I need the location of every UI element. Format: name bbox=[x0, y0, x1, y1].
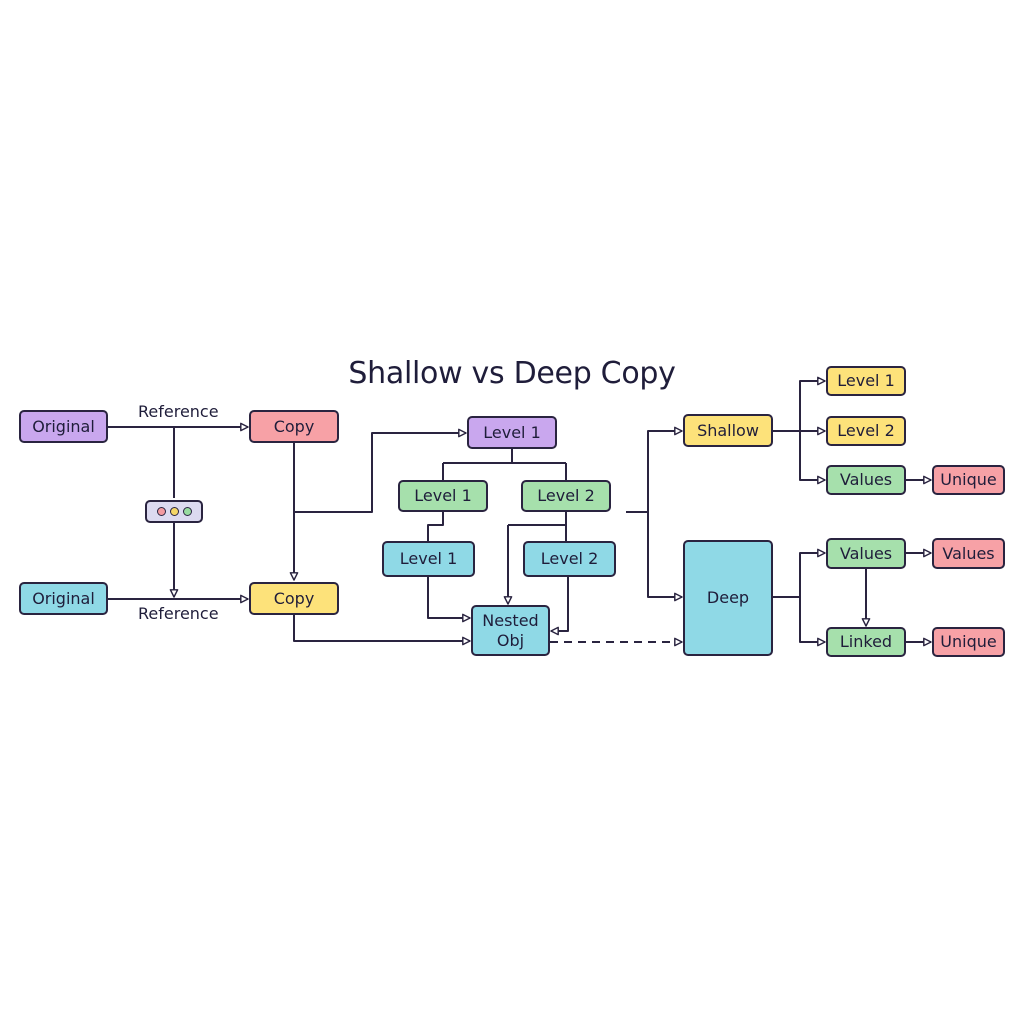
pink-dot bbox=[156, 507, 166, 516]
yellow-dot bbox=[169, 507, 179, 516]
diagram-title: Shallow vs Deep Copy bbox=[348, 356, 676, 391]
connector-deep-to-linked bbox=[799, 597, 826, 647]
node-shallow-unique[interactable]: Unique bbox=[932, 465, 1005, 495]
node-deep[interactable]: Deep bbox=[683, 540, 773, 656]
edge-label-reference-top: Reference bbox=[138, 402, 219, 421]
node-copy-top[interactable]: Copy bbox=[249, 410, 339, 443]
node-shallow-level2[interactable]: Level 2 bbox=[826, 416, 906, 446]
connector-shallow-to-values bbox=[799, 431, 826, 485]
node-level1-root[interactable]: Level 1 bbox=[467, 416, 557, 449]
connector-level1-cyan-to-nested bbox=[427, 577, 471, 623]
node-level1-green[interactable]: Level 1 bbox=[398, 480, 488, 512]
node-nested-obj[interactable]: Nested Obj bbox=[471, 605, 550, 656]
node-level1-cyan[interactable]: Level 1 bbox=[382, 541, 475, 577]
edge-label-reference-bottom: Reference bbox=[138, 604, 219, 623]
green-dot bbox=[182, 507, 192, 516]
connector-split-to-deep bbox=[647, 512, 683, 602]
connector-level2-cyan-to-nested bbox=[550, 577, 569, 636]
connector-split-to-shallow bbox=[647, 426, 683, 512]
connector-shallow-to-level1 bbox=[799, 376, 826, 431]
node-deep-values[interactable]: Values bbox=[826, 538, 906, 569]
node-original-bottom[interactable]: Original bbox=[19, 582, 108, 615]
reference-indicator bbox=[145, 500, 203, 523]
node-shallow-values[interactable]: Values bbox=[826, 465, 906, 495]
node-shallow-level1[interactable]: Level 1 bbox=[826, 366, 906, 396]
connector-level1-green-to-cyan bbox=[427, 512, 444, 541]
node-deep-values-out[interactable]: Values bbox=[932, 538, 1005, 569]
connector-level2-green-split bbox=[508, 512, 567, 604]
node-level2-cyan[interactable]: Level 2 bbox=[523, 541, 616, 577]
connector-level1-root-split bbox=[442, 449, 567, 480]
connector-deep-to-values bbox=[799, 548, 826, 597]
node-deep-unique[interactable]: Unique bbox=[932, 627, 1005, 657]
connector-copy-bottom-to-nested bbox=[293, 615, 471, 646]
connector-copy-to-level1-root bbox=[294, 428, 467, 513]
node-level2-green[interactable]: Level 2 bbox=[521, 480, 611, 512]
node-shallow[interactable]: Shallow bbox=[683, 414, 773, 447]
node-copy-bottom[interactable]: Copy bbox=[249, 582, 339, 615]
node-deep-linked[interactable]: Linked bbox=[826, 627, 906, 657]
node-original-top[interactable]: Original bbox=[19, 410, 108, 443]
